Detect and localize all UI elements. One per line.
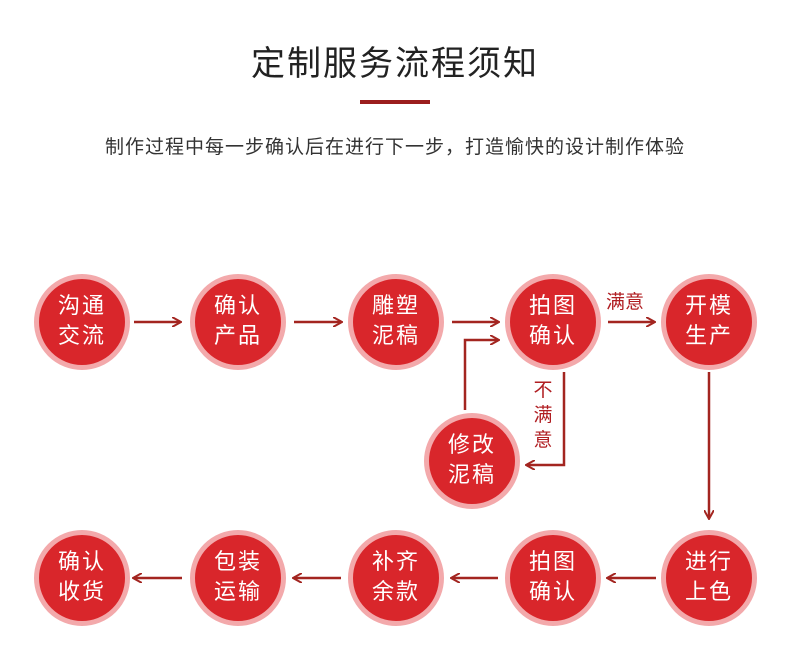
step-label-line1: 进行 [684,550,733,575]
step-mold-production: 开模 生产 [661,274,757,370]
edge-label-not-satisfied-char: 满 [533,404,553,426]
edge-label-not-satisfied-char: 意 [533,429,553,451]
arrow-revise-draft-to-photo-confirm [463,340,498,410]
step-label-line2: 生产 [684,324,733,349]
step-label-line1: 修改 [447,433,496,458]
step-label-line2: 收货 [57,580,106,605]
arrow-photo-confirm-to-revise-draft [527,372,566,465]
step-label-line1: 雕塑 [371,294,420,319]
step-label-line1: 拍图 [528,550,577,575]
step-label-line2: 余款 [371,580,420,605]
step-label-line2: 确认 [528,580,577,605]
page-subtitle: 制作过程中每一步确认后在进行下一步，打造愉快的设计制作体验 [104,136,685,158]
step-label-line1: 开模 [684,294,733,319]
step-label-line1: 拍图 [528,294,577,319]
step-label-line2: 确认 [528,324,577,349]
step-sculpt-draft: 雕塑 泥稿 [348,274,444,370]
step-label-line1: 补齐 [371,550,420,575]
edge-label-not-satisfied-char: 不 [533,379,553,401]
page-title: 定制服务流程须知 [251,44,539,84]
step-label-line1: 包装 [213,550,262,575]
step-label-line1: 沟通 [57,294,106,319]
edge-label-satisfied: 满意 [606,291,645,313]
step-confirm-receipt: 确认 收货 [34,530,130,626]
step-revise-draft: 修改 泥稿 [424,413,520,509]
step-photo-confirm-2: 拍图 确认 [505,530,601,626]
step-label-line2: 运输 [213,580,262,605]
step-label-line2: 泥稿 [447,463,496,488]
edge-label-not-satisfied: 不 满 意 [532,378,554,453]
step-confirm-product: 确认 产品 [190,274,286,370]
step-label-line2: 产品 [213,324,262,349]
step-label-line1: 确认 [213,294,262,319]
step-label-line2: 泥稿 [371,324,420,349]
title-underline [360,100,430,104]
step-packaging: 包装 运输 [190,530,286,626]
step-communicate: 沟通 交流 [34,274,130,370]
step-label-line1: 确认 [57,550,106,575]
step-label-line2: 交流 [57,324,106,349]
step-photo-confirm: 拍图 确认 [505,274,601,370]
step-balance-payment: 补齐 余款 [348,530,444,626]
step-coloring: 进行 上色 [661,530,757,626]
step-label-line2: 上色 [684,580,733,605]
